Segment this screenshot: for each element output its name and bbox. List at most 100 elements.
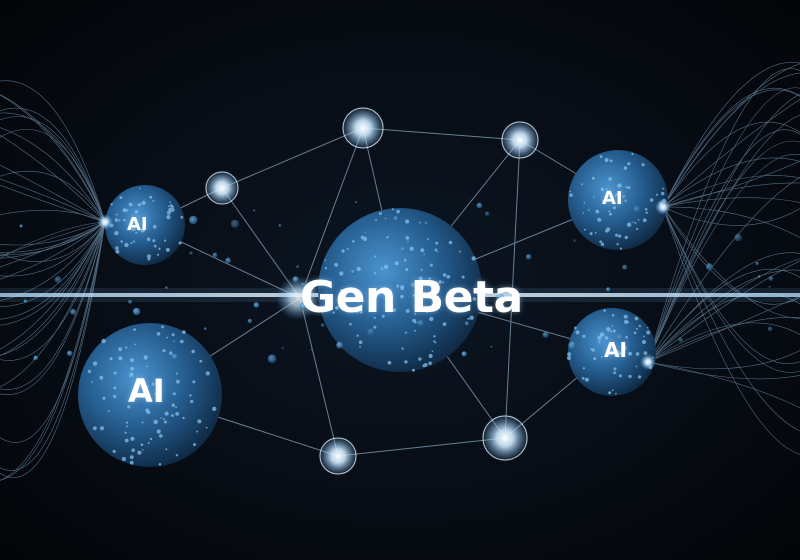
sphere-dot	[581, 183, 584, 186]
sphere-dot	[581, 376, 585, 380]
sphere-dot	[132, 240, 135, 243]
sphere-dot	[120, 240, 123, 243]
sphere-dot	[433, 340, 436, 343]
sphere-dot	[461, 275, 465, 279]
sphere-dot	[387, 360, 392, 365]
sphere-dot	[205, 426, 208, 429]
fiber-strand	[662, 175, 800, 208]
sphere-dot	[405, 219, 410, 224]
particle	[525, 253, 532, 260]
title-text: Gen Beta	[300, 272, 523, 323]
sphere-dot	[171, 333, 175, 337]
sphere-dot	[626, 222, 632, 227]
particle	[230, 219, 240, 228]
sphere-dot	[99, 375, 104, 380]
sphere-dot	[636, 327, 639, 330]
sphere-dot	[422, 364, 426, 368]
sphere-dot	[634, 316, 639, 321]
sphere-dot	[646, 326, 649, 329]
sphere-dot	[419, 221, 421, 224]
sphere-dot	[146, 237, 151, 241]
sphere-dot	[426, 311, 428, 314]
sphere-dot	[151, 382, 155, 386]
glowing-node	[97, 199, 671, 370]
sphere-dot	[649, 198, 654, 202]
sphere-dot	[420, 268, 423, 271]
particle	[278, 224, 282, 227]
sphere-dot	[617, 351, 622, 356]
sphere-dot	[154, 393, 157, 396]
sphere-dot	[591, 348, 595, 352]
fiber-strand	[647, 317, 800, 363]
particle	[23, 299, 28, 304]
fiber-strand	[0, 112, 106, 223]
fiber-strand	[0, 221, 106, 478]
sphere-dot	[373, 316, 376, 319]
fiber-strand	[647, 260, 800, 363]
sphere-dot	[176, 379, 180, 384]
sphere-dot	[373, 272, 377, 275]
sphere-dot	[567, 352, 572, 357]
sphere-dot	[171, 205, 174, 209]
fiber-strand	[0, 94, 106, 223]
particle	[424, 221, 428, 225]
particle	[67, 350, 73, 356]
sphere-dot	[107, 410, 110, 413]
sphere-dot	[356, 334, 359, 337]
sphere-dot	[404, 360, 408, 364]
sphere-dot	[170, 208, 175, 212]
fiber-strand	[647, 129, 800, 363]
sphere-dot	[635, 365, 638, 368]
sphere-dot	[467, 317, 470, 320]
sphere-dot	[102, 339, 106, 343]
particle	[606, 287, 611, 292]
sphere-dot	[418, 276, 423, 281]
sphere-dot	[121, 456, 126, 462]
fiber-strand	[0, 221, 106, 262]
sphere-dot	[600, 242, 605, 246]
sphere-dot	[146, 385, 149, 388]
sphere-dot	[405, 236, 410, 240]
sphere-dot	[141, 200, 146, 205]
particle	[292, 276, 299, 283]
sphere-dot	[435, 290, 437, 293]
sphere-dot	[180, 215, 184, 219]
sphere-dot	[628, 374, 632, 379]
particle	[364, 231, 367, 234]
sphere-dot	[414, 312, 417, 315]
particle	[415, 291, 419, 295]
sphere-dot	[575, 330, 580, 335]
fiber-strand	[662, 182, 800, 208]
sphere-dot	[628, 351, 632, 356]
sphere-dot	[428, 353, 433, 359]
central-sphere	[318, 208, 482, 372]
particle	[568, 341, 577, 350]
particle	[734, 233, 742, 242]
sphere-dot	[454, 297, 458, 302]
sphere-dot	[142, 449, 144, 451]
sphere-dot	[594, 231, 597, 234]
sphere-dot	[137, 203, 142, 207]
fiber-strand	[647, 252, 800, 363]
sphere-dot	[604, 336, 609, 340]
sphere-dot	[394, 261, 399, 266]
fiber-strand	[662, 206, 800, 226]
particle	[607, 353, 613, 358]
sphere-dot	[391, 208, 395, 211]
sphere-dot	[627, 186, 631, 190]
sphere-dot	[599, 155, 603, 159]
sphere-dot	[165, 448, 168, 451]
particle	[54, 276, 62, 283]
fiber-strand	[0, 178, 106, 223]
sphere-dot	[412, 368, 415, 372]
sphere-dot	[428, 361, 432, 366]
sphere-dot	[427, 238, 429, 241]
sphere-dot	[147, 254, 151, 259]
sphere-dot	[136, 223, 139, 226]
particle	[301, 282, 305, 287]
sphere-dot	[636, 227, 639, 231]
particle	[320, 323, 325, 328]
fiber-strand	[662, 72, 800, 208]
sphere-dot	[149, 437, 153, 441]
particle	[267, 354, 277, 364]
